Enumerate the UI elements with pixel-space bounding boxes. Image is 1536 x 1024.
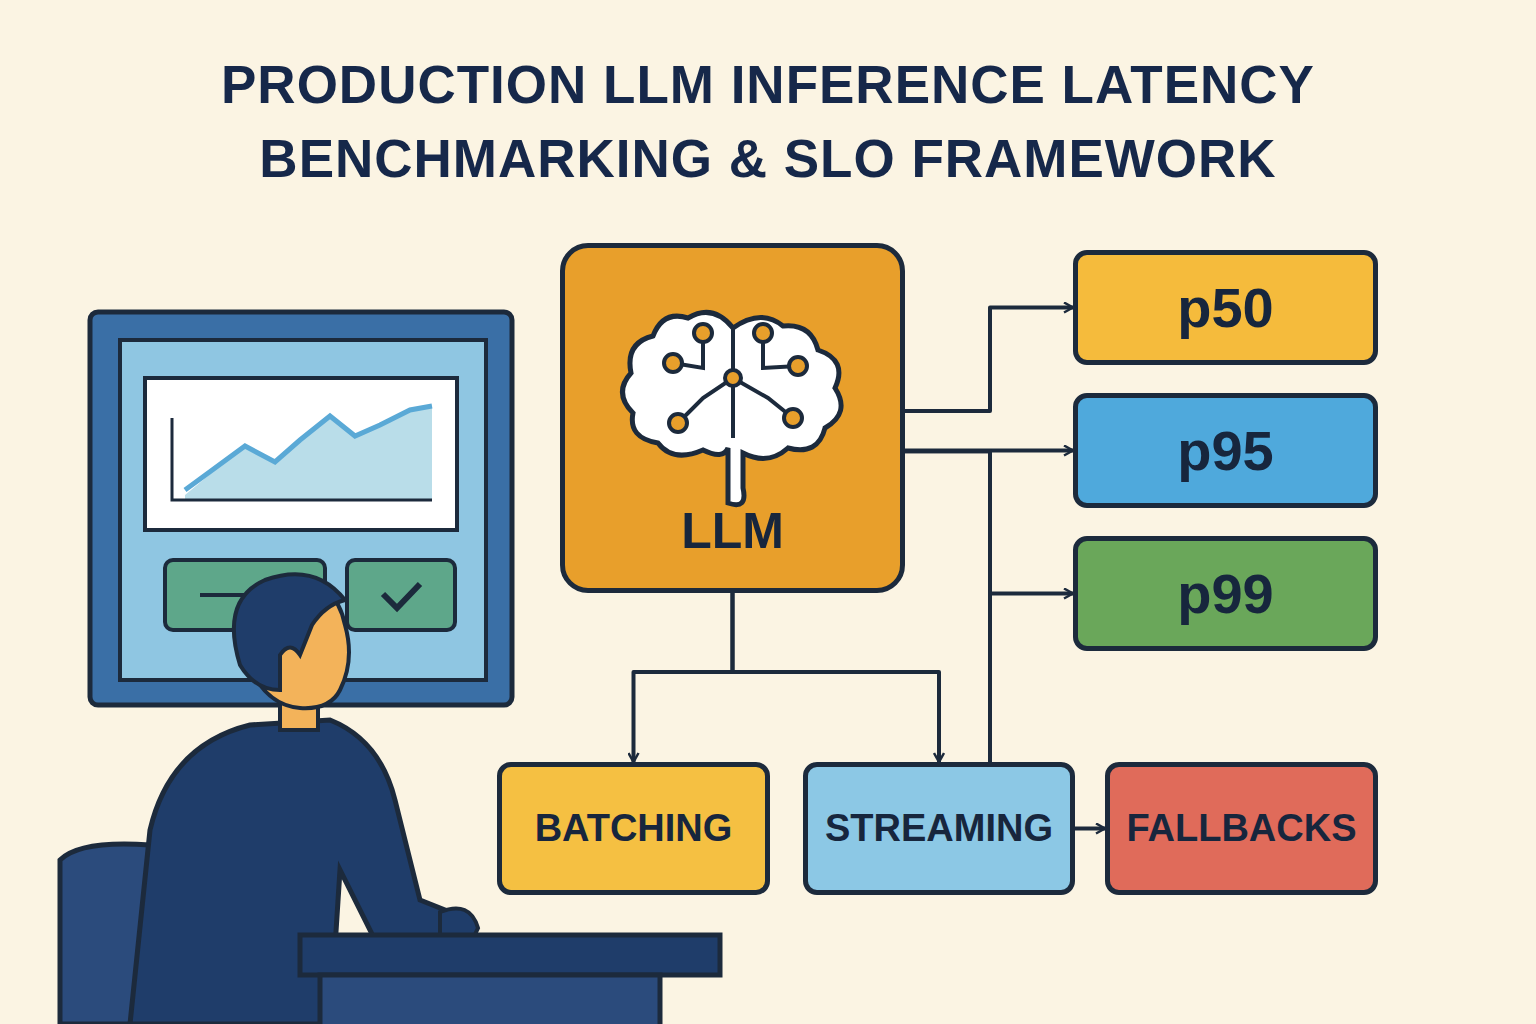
node-label: p50 [1177, 275, 1274, 340]
node-label: LLM [681, 502, 784, 560]
percentile-box: p50 [1073, 250, 1378, 365]
check-button [347, 560, 455, 630]
chart-area [185, 408, 432, 500]
check-mark [383, 584, 420, 608]
node-label: p99 [1177, 561, 1274, 626]
brain-icon [603, 288, 863, 518]
node-label: p95 [1177, 418, 1274, 483]
percentile-box: p99 [1073, 536, 1378, 651]
strategy-box: STREAMING [803, 762, 1075, 895]
brain-outline [622, 312, 841, 504]
person-hair [234, 574, 345, 690]
strategy-box: BATCHING [497, 762, 770, 895]
connector-arrow [634, 593, 733, 762]
node-label: STREAMING [825, 807, 1053, 850]
chart-line [185, 406, 432, 490]
desk-front [320, 975, 660, 1024]
strategy-box: FALLBACKS [1105, 762, 1378, 895]
llm-box: LLM [560, 243, 905, 593]
node-label: BATCHING [535, 807, 733, 850]
node-label: FALLBACKS [1126, 807, 1356, 850]
monitor-frame [90, 312, 512, 705]
connector-arrow [733, 593, 940, 762]
title: PRODUCTION LLM INFERENCE LATENCY BENCHMA… [100, 48, 1436, 196]
desk-top [300, 935, 720, 975]
chart-axis [172, 418, 432, 500]
chart-panel [145, 378, 457, 530]
connector-arrow [905, 308, 1073, 412]
percentile-box: p95 [1073, 393, 1378, 508]
